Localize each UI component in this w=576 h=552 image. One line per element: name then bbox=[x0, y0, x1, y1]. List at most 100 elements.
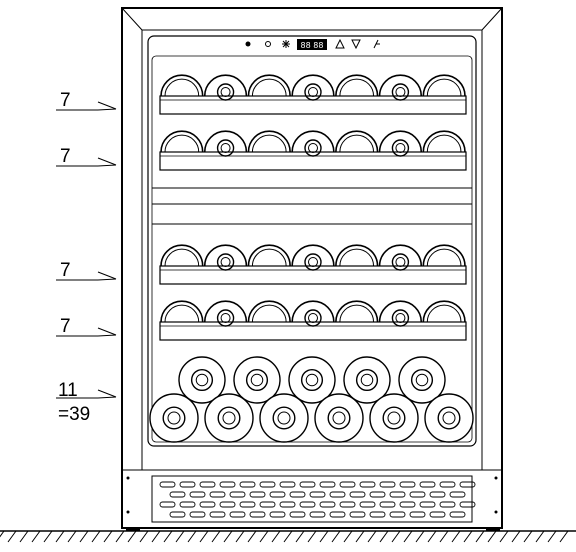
vent-slot bbox=[219, 481, 236, 488]
shelf-rail bbox=[159, 321, 467, 341]
bottle-neck-cork bbox=[308, 313, 318, 323]
ground-hatch bbox=[163, 530, 173, 543]
vent-slot bbox=[359, 501, 376, 508]
down-icon[interactable] bbox=[351, 39, 361, 50]
control-panel: 88 88 bbox=[245, 38, 380, 50]
vent-slot bbox=[459, 501, 476, 508]
bottle-neck-ring bbox=[304, 139, 322, 157]
screw-right-top bbox=[494, 476, 498, 480]
vent-slot bbox=[249, 511, 266, 518]
ground-hatch bbox=[475, 530, 485, 543]
lock-icon[interactable] bbox=[265, 41, 271, 47]
stacked-bottle bbox=[259, 393, 309, 443]
ground-hatch bbox=[271, 530, 281, 543]
bottle-neck-cork bbox=[395, 143, 406, 153]
ground-hatch bbox=[463, 530, 473, 543]
bottle-neck bbox=[203, 300, 248, 323]
frame-corner-tl bbox=[121, 7, 143, 31]
vent-slot bbox=[459, 481, 476, 488]
bottle-neck-cork bbox=[308, 87, 318, 97]
vent-slot bbox=[339, 501, 356, 508]
frame-corner-tr bbox=[481, 7, 503, 31]
vent-slot bbox=[409, 511, 426, 518]
ground-hatch bbox=[7, 530, 17, 543]
ground-hatch bbox=[511, 530, 521, 543]
vent-slot bbox=[239, 501, 256, 508]
bottle-neck bbox=[291, 244, 335, 267]
bottle-base bbox=[335, 130, 379, 153]
vent-slot bbox=[409, 491, 426, 498]
cabinet-frame bbox=[121, 7, 503, 529]
vent-slot bbox=[439, 501, 456, 508]
vent-slot bbox=[379, 501, 396, 508]
ground-hatch bbox=[403, 530, 413, 543]
vent-slot bbox=[189, 491, 206, 498]
ground-hatch bbox=[175, 530, 185, 543]
bottle-base-inner bbox=[426, 134, 462, 153]
shelf-rail bbox=[159, 265, 467, 285]
ground-hatch bbox=[103, 530, 113, 543]
base-plinth bbox=[121, 469, 503, 529]
ground-hatch bbox=[487, 530, 497, 543]
light-icon[interactable] bbox=[245, 41, 251, 47]
vent-slot bbox=[319, 481, 336, 488]
bottle-base bbox=[422, 130, 466, 153]
ground-hatch bbox=[151, 530, 161, 543]
callout-label-5: 11 bbox=[58, 380, 78, 401]
vent-slot bbox=[439, 481, 456, 488]
ground-hatch bbox=[451, 530, 461, 543]
bottle-neck bbox=[291, 74, 335, 97]
vent-slot bbox=[309, 491, 326, 498]
vent-slot bbox=[289, 491, 306, 498]
foot-right bbox=[486, 527, 500, 531]
vent-slot bbox=[269, 511, 286, 518]
vent-slot bbox=[389, 511, 406, 518]
ground-hatch bbox=[319, 530, 329, 543]
up-icon[interactable] bbox=[335, 38, 345, 49]
vent-slot bbox=[299, 481, 316, 488]
shelf-rail bbox=[159, 151, 467, 171]
vent-slot bbox=[329, 511, 346, 518]
stacked-bottle bbox=[178, 356, 226, 404]
shelf bbox=[159, 74, 467, 115]
bottle-base-inner bbox=[426, 248, 462, 267]
bottle-neck bbox=[378, 74, 423, 97]
ground-hatch bbox=[223, 530, 233, 543]
vent-slot bbox=[449, 491, 466, 498]
display-readout: 88 88 bbox=[301, 41, 324, 50]
stacked-bottle bbox=[288, 356, 336, 404]
ground-hatch bbox=[235, 530, 245, 543]
bottle-base bbox=[335, 244, 379, 267]
vent-slot bbox=[249, 491, 266, 498]
snowflake-icon[interactable] bbox=[282, 40, 290, 48]
stacked-bottle-neck bbox=[327, 406, 351, 430]
bottle-neck bbox=[378, 300, 423, 323]
bottle-base bbox=[160, 74, 204, 97]
stacked-bottle-cork bbox=[250, 373, 264, 387]
bottle-neck-ring bbox=[304, 83, 322, 101]
stacked-bottle-neck bbox=[245, 368, 269, 392]
leader-arrow bbox=[97, 157, 117, 166]
leader-line bbox=[97, 278, 117, 281]
vent-slot bbox=[179, 501, 196, 508]
leader-arrow bbox=[97, 389, 117, 398]
bottle-neck-cork bbox=[220, 87, 231, 97]
vent-slot bbox=[229, 491, 246, 498]
ground-hatch bbox=[31, 530, 41, 543]
vent-slot bbox=[279, 481, 296, 488]
callout-leader-lines bbox=[56, 101, 117, 399]
ground-hatch bbox=[559, 530, 569, 543]
bottle-base bbox=[247, 74, 291, 97]
bottle-neck-ring bbox=[216, 139, 235, 157]
bottle-base-inner bbox=[251, 134, 287, 153]
bottle-base-inner bbox=[426, 78, 462, 97]
bottle-base bbox=[335, 74, 379, 97]
stacked-bottle-cork bbox=[332, 411, 346, 425]
leader-arrow bbox=[97, 271, 117, 280]
stacked-bottle-neck bbox=[272, 406, 296, 430]
power-icon[interactable] bbox=[373, 39, 380, 49]
ground-hatch bbox=[499, 530, 509, 543]
bottle-neck bbox=[291, 130, 335, 153]
bottle-neck-ring bbox=[304, 309, 322, 327]
capacity-callouts: 7 7 7 7 11 =39 bbox=[58, 90, 90, 425]
